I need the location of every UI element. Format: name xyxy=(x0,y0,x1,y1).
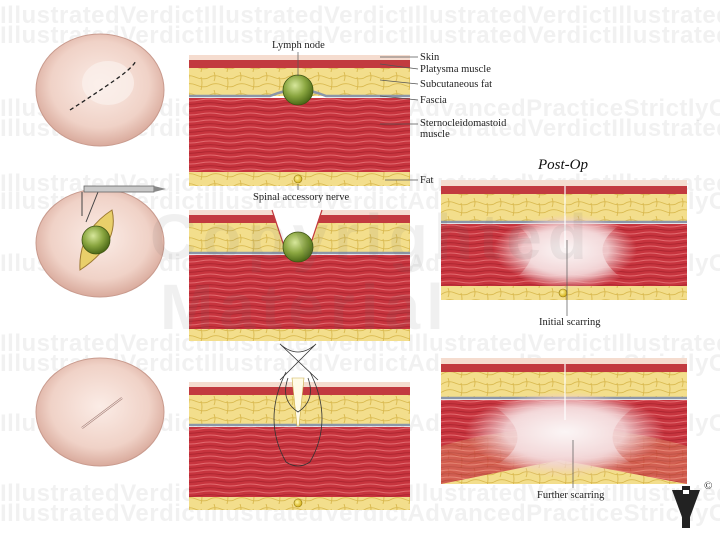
skin-view-pre-incision xyxy=(35,33,165,147)
post-op-heading: Post-Op xyxy=(538,157,588,173)
post-op-further-scarring xyxy=(441,358,687,488)
label-further-scarring: Further scarring xyxy=(537,490,605,501)
label-platysma: Platysma muscle xyxy=(420,64,491,75)
label-spinal-accessory-nerve: Spinal accessory nerve xyxy=(253,192,350,203)
label-initial-scarring: Initial scarring xyxy=(539,317,601,328)
brand-logo xyxy=(672,486,700,528)
label-fat: Fat xyxy=(420,175,434,186)
label-skin: Skin xyxy=(420,52,440,63)
skin-view-node-exposed xyxy=(35,185,166,298)
label-scm-line2: muscle xyxy=(420,129,450,140)
label-fascia: Fascia xyxy=(420,95,447,106)
label-lymph-node: Lymph node xyxy=(272,40,325,51)
label-scm-line1: Sternocleidomastoid xyxy=(420,118,507,129)
skin-view-sutured xyxy=(35,357,165,467)
cross-section-sutured xyxy=(189,343,410,510)
label-subcutaneous-fat: Subcutaneous fat xyxy=(420,79,493,90)
copyright-symbol: © xyxy=(704,480,713,492)
post-op-initial-scarring xyxy=(441,180,687,316)
cross-section-intact xyxy=(189,55,410,186)
label-leaders xyxy=(297,52,419,190)
cross-section-excision xyxy=(189,208,410,341)
